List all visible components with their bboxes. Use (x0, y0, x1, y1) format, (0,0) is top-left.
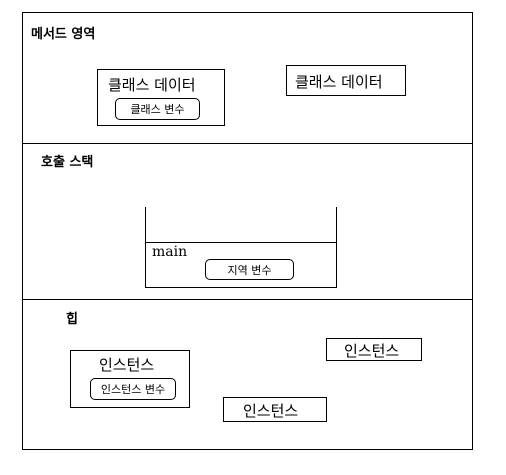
class-data-label: 클래스 데이터 (295, 73, 383, 91)
heap-section: 힙 인스턴스 인스턴스 변수 인스턴스 인스턴스 (23, 299, 472, 450)
method-area-section: 메서드 영역 클래스 데이터 클래스 변수 클래스 데이터 (23, 13, 472, 143)
class-data-label: 클래스 데이터 (108, 76, 196, 94)
instance-box-1: 인스턴스 인스턴스 변수 (70, 350, 190, 408)
method-area-title: 메서드 영역 (31, 27, 96, 42)
instance-box-2: 인스턴스 (326, 338, 422, 361)
jvm-memory-diagram: 메서드 영역 클래스 데이터 클래스 변수 클래스 데이터 호출 스택 main… (22, 12, 473, 450)
class-data-box-2: 클래스 데이터 (286, 65, 406, 96)
call-stack-section: 호출 스택 main 지역 변수 (23, 143, 472, 299)
instance-box-3: 인스턴스 (223, 397, 327, 422)
class-data-box-1: 클래스 데이터 클래스 변수 (97, 69, 225, 126)
stack-container: main 지역 변수 (145, 207, 337, 288)
call-stack-title: 호출 스택 (41, 155, 94, 170)
instance-label: 인스턴스 (99, 356, 155, 374)
instance-label: 인스턴스 (344, 342, 400, 360)
instance-label: 인스턴스 (243, 402, 299, 420)
stack-frame-name: main (152, 244, 188, 260)
stack-frame-divider (146, 242, 336, 243)
heap-title: 힙 (66, 312, 78, 327)
class-variable-box: 클래스 변수 (115, 98, 200, 120)
local-variable-box: 지역 변수 (205, 259, 294, 280)
instance-variable-box: 인스턴스 변수 (90, 378, 176, 400)
